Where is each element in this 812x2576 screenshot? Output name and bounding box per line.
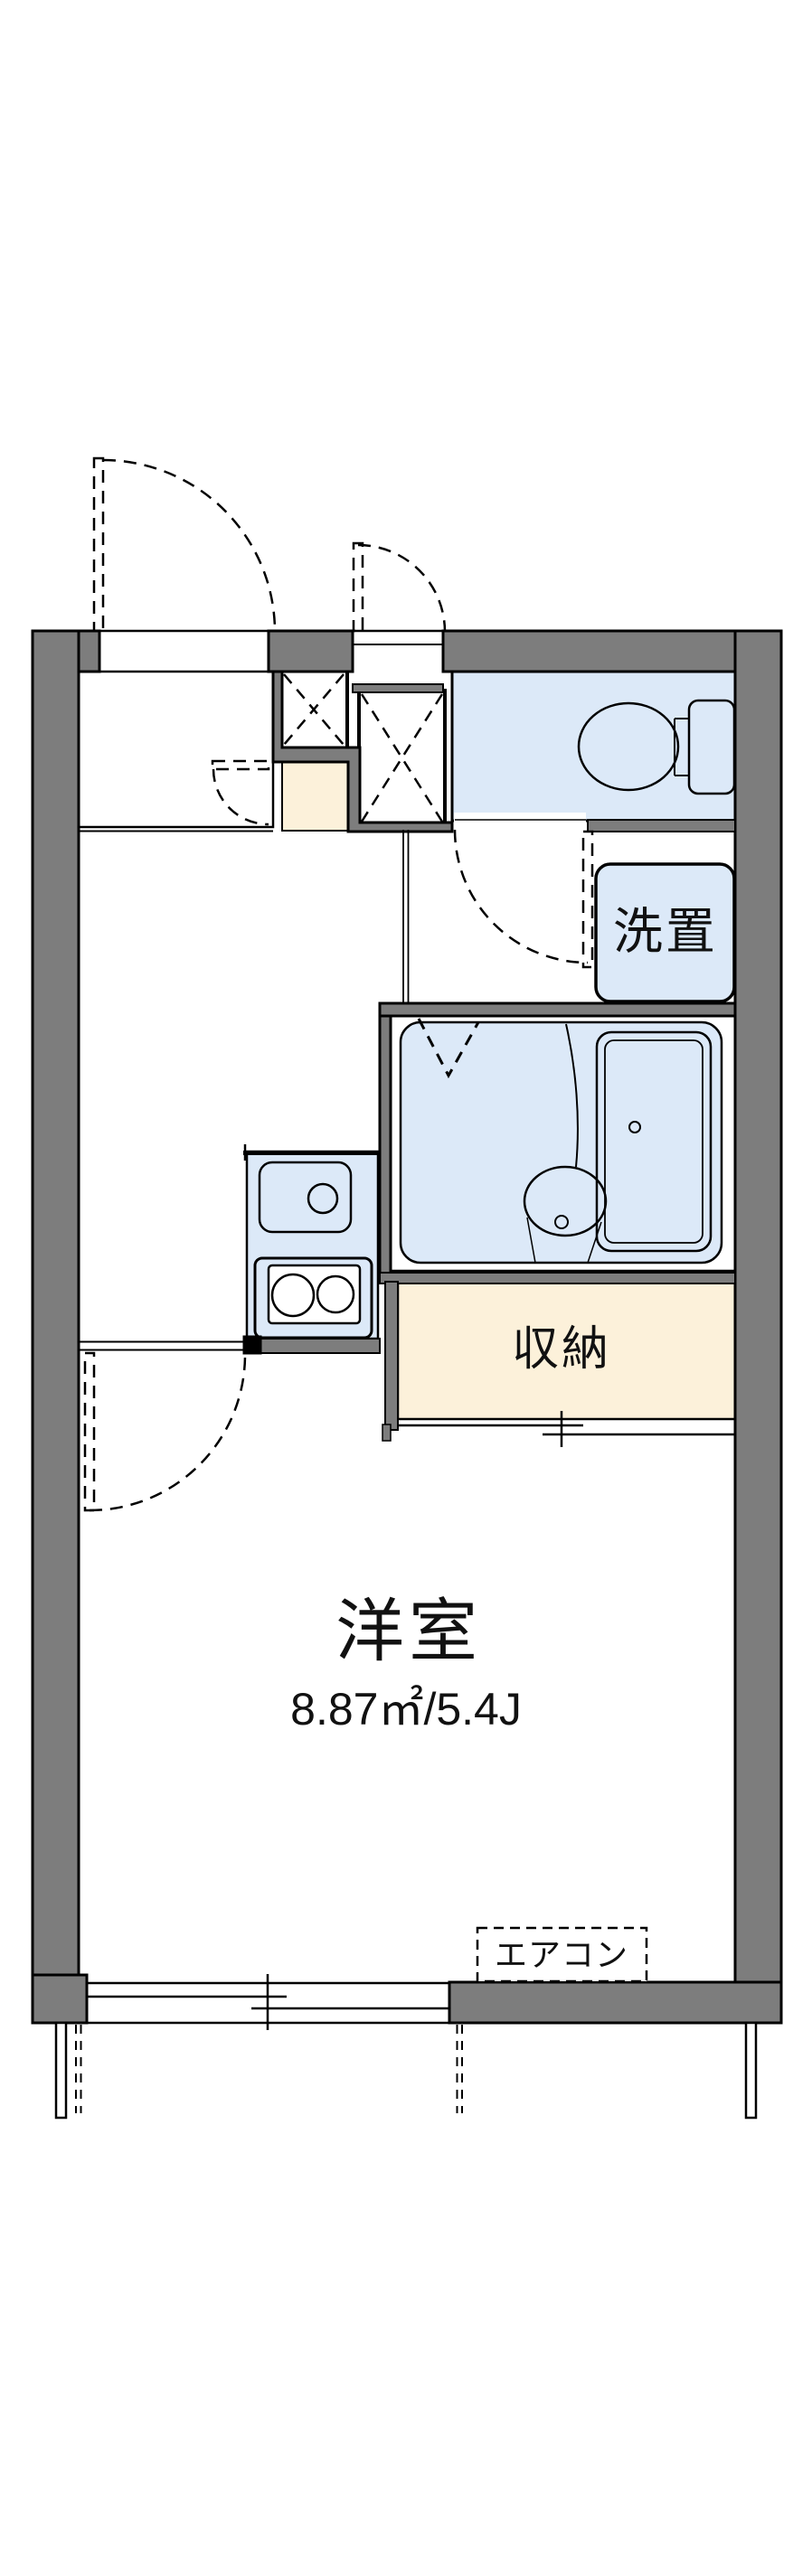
entrance-door-leaf xyxy=(352,541,364,633)
living-door-arc xyxy=(89,1354,247,1512)
storage-sliding-door xyxy=(391,1411,735,1447)
storage-label: 収納 xyxy=(511,1323,612,1376)
genkan-door-leaf xyxy=(211,759,270,771)
wash-basin-icon xyxy=(523,1165,608,1264)
sliding-window xyxy=(86,1974,449,2030)
living-doorway xyxy=(79,1340,246,1351)
bathtub-icon xyxy=(595,1030,713,1253)
entry-side-room xyxy=(77,670,275,829)
toilet-door-leaf xyxy=(581,830,594,969)
aircon-label: エアコン xyxy=(494,1936,629,1973)
entry-room-door-leaf xyxy=(92,456,105,633)
washer-place-label: 洗置 xyxy=(612,903,719,960)
shoe-storage-box-large xyxy=(357,689,447,827)
toilet-door-arc xyxy=(453,829,589,964)
corridor-boundary xyxy=(402,830,410,1003)
walls xyxy=(31,629,783,2025)
bath-room xyxy=(389,1014,737,1273)
living-room-area-label: 8.87㎡/5.4J xyxy=(290,1684,522,1735)
entrance-door-arc xyxy=(357,543,447,633)
kitchen-sink-icon xyxy=(258,1161,353,1234)
entry-room-door-arc xyxy=(102,458,277,633)
genkan-door-arc xyxy=(212,768,269,826)
living-room-label: 洋室 xyxy=(335,1594,482,1670)
toilet-room xyxy=(450,670,737,823)
balcony-boundary-dashed xyxy=(75,2025,463,2113)
toilet-door-opening xyxy=(454,813,586,832)
aircon-box xyxy=(476,1926,648,1983)
toilet-icon xyxy=(577,699,736,795)
gas-stove-icon xyxy=(253,1256,373,1340)
bath-partition-line xyxy=(565,1023,579,1168)
balcony-divider-right xyxy=(744,2021,758,2120)
building-outline xyxy=(31,629,783,2025)
entrance-tataki xyxy=(281,759,352,832)
bath-folding-door xyxy=(417,1018,480,1079)
balcony-divider-left xyxy=(54,2021,68,2120)
living-door-leaf xyxy=(83,1351,96,1512)
kitchen-counter xyxy=(243,1144,380,1340)
door-swings xyxy=(83,456,594,1512)
